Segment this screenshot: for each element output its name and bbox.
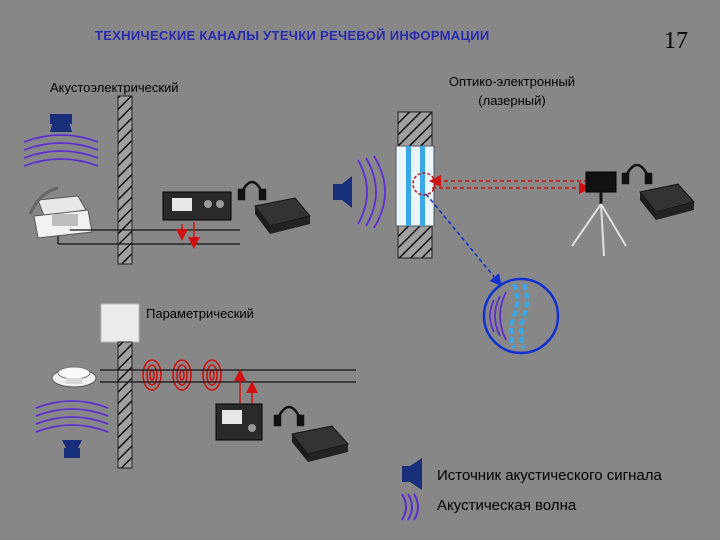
optical-label-line1: Оптико-электронный <box>448 74 576 89</box>
acoustic-wave-top <box>23 134 99 167</box>
window-glass <box>395 145 435 227</box>
signal-lines-left <box>57 229 240 245</box>
zoom-link-arrow <box>425 193 502 287</box>
signal-lines-bottom <box>100 369 356 383</box>
speaker-icon-bottom <box>62 440 82 458</box>
recorder-icon-bottom <box>291 425 349 462</box>
signal-arrows-bottom <box>234 369 258 406</box>
legend-wave-label: Акустическая волна <box>437 497 577 514</box>
headphones-icon-left <box>237 180 267 201</box>
acoustoelectric-label: Акустоэлектрический <box>50 80 179 95</box>
telephone-icon <box>28 186 93 239</box>
slide-title: ТЕХНИЧЕСКИЕ КАНАЛЫ УТЕЧКИ РЕЧЕВОЙ ИНФОРМ… <box>95 28 490 43</box>
speaker-icon-room <box>333 176 352 208</box>
acoustic-wave-room <box>357 155 386 229</box>
optical-label: Оптико-электронный (лазерный) <box>432 72 592 110</box>
legend-source-icon <box>402 458 422 490</box>
acoustic-wave-bottom <box>35 400 109 433</box>
recorder-icon-left <box>254 197 311 234</box>
optical-label-line2: (лазерный) <box>478 93 546 108</box>
page-number: 17 <box>664 28 688 54</box>
parametric-label: Параметрический <box>146 306 254 321</box>
recorder-icon-right <box>639 183 695 220</box>
high-frequency-field <box>142 359 222 391</box>
smoke-detector-icon <box>51 366 97 388</box>
laser-device-on-tripod <box>571 171 627 257</box>
headphones-icon-bottom <box>273 405 305 427</box>
legend-source-label: Источник акустического сигнала <box>437 467 662 484</box>
speaker-icon-top <box>50 114 72 132</box>
signal-arrows-left <box>176 222 200 249</box>
wall-bottom <box>117 341 133 469</box>
wall-left <box>117 95 133 265</box>
legend-wave-icon <box>401 493 419 521</box>
parametric-box <box>100 303 140 343</box>
headphones-icon-right <box>621 163 653 185</box>
receiver-device-left <box>162 191 232 221</box>
glass-vibration-zoom <box>482 277 560 355</box>
receiver-device-bottom <box>215 403 263 441</box>
